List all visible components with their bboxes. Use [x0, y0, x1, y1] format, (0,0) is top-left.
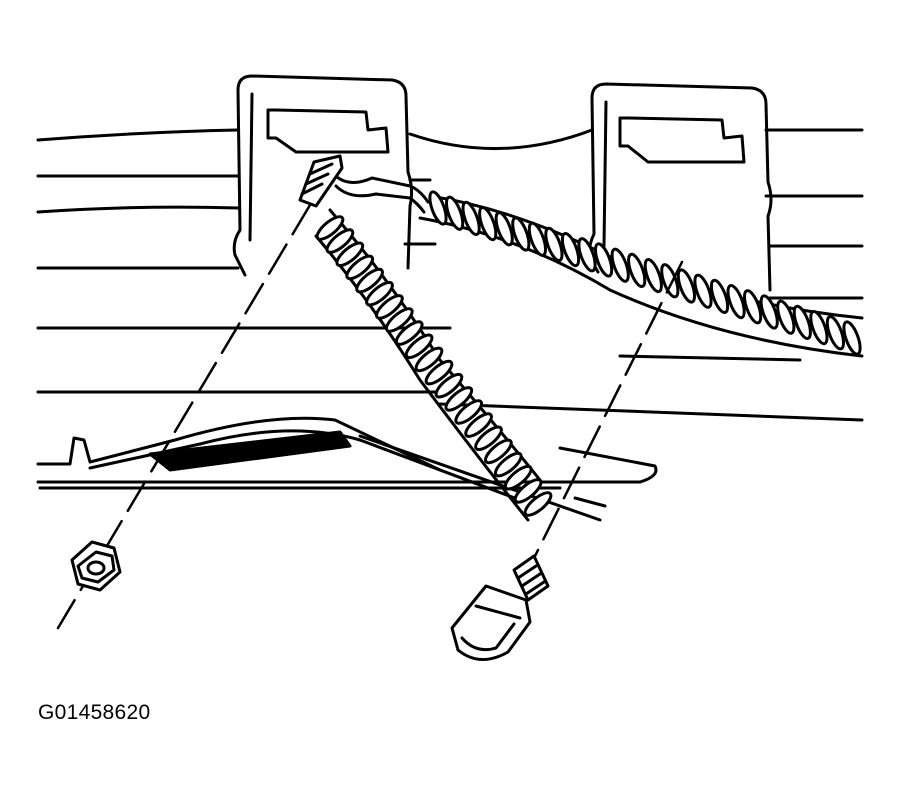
panel-contour-lines	[36, 128, 864, 422]
right-mounting-bracket	[588, 82, 773, 292]
down-wiring-harness	[314, 208, 553, 522]
hex-nut	[70, 540, 122, 592]
ground-bolt	[450, 554, 550, 661]
mounting-stud	[298, 154, 344, 208]
figure-identifier: G01458620	[38, 701, 151, 724]
alignment-dashed-lines	[56, 203, 684, 630]
ground-wire-lead	[328, 168, 430, 214]
left-mounting-bracket	[232, 74, 414, 277]
right-wiring-harness	[418, 190, 864, 358]
lower-cowl-rail	[36, 416, 658, 522]
